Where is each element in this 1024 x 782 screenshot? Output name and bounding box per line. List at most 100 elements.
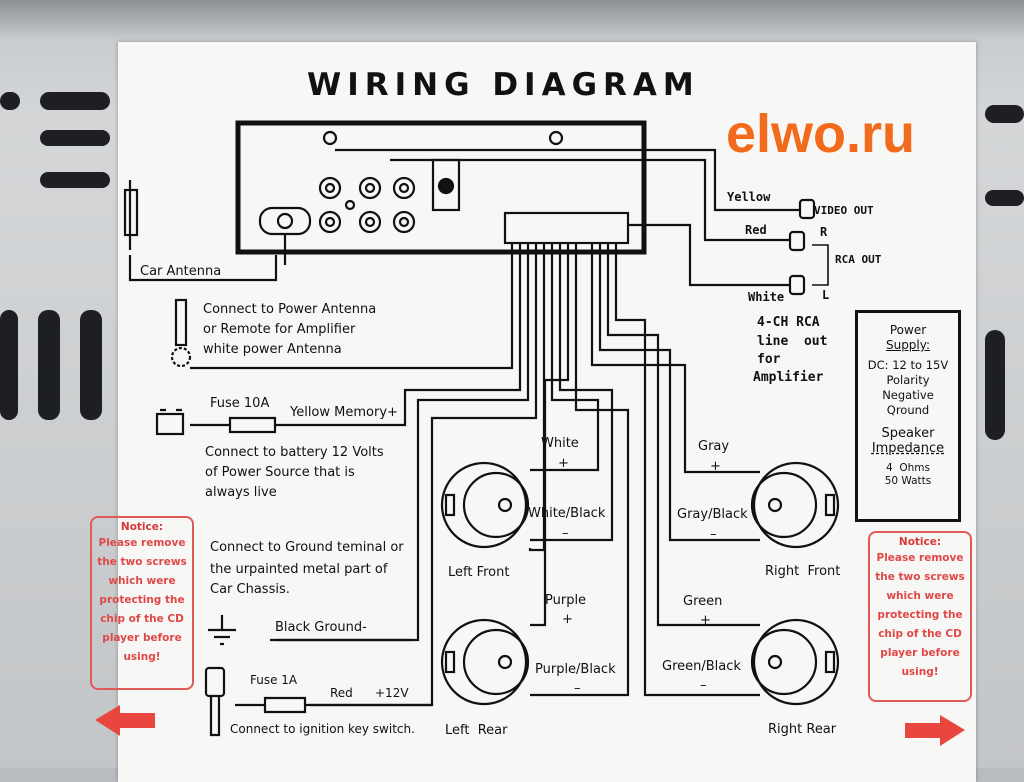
- notice-line: the two screws: [97, 556, 187, 568]
- fuse-10a-icon: [190, 416, 290, 434]
- vent-slot: [985, 330, 1005, 440]
- rca-l-label: L: [822, 288, 830, 302]
- left-rear-name: Left Rear: [445, 723, 508, 738]
- plus-sign: +: [700, 613, 711, 628]
- power-antenna-icon: [170, 298, 192, 368]
- amp-note: for: [757, 352, 781, 367]
- rca-plug-white: [788, 274, 806, 296]
- memory-wire-label: Yellow Memory+: [290, 405, 398, 420]
- spec-line: 4 Ohms: [886, 462, 930, 474]
- notice-heading: Notice:: [120, 521, 164, 533]
- vent-slot: [38, 310, 60, 420]
- amp-note: Amplifier: [753, 370, 824, 385]
- fuse-10a-label: Fuse 10A: [210, 396, 270, 411]
- notice-line: player before: [102, 632, 182, 644]
- watermark-logo: elwo.ru: [726, 104, 916, 164]
- fuse-1a-icon: [235, 696, 432, 714]
- vent-slot: [0, 92, 20, 110]
- right-front-name: Right Front: [765, 564, 841, 579]
- screw-icon: [322, 130, 338, 146]
- ground-note: Connect to Ground teminal or: [210, 540, 404, 555]
- memory-note: always live: [205, 485, 277, 500]
- power-supply-spec-box: Power Supply: DC: 12 to 15V Polarity Neg…: [855, 310, 961, 522]
- ground-symbol-icon: [208, 615, 236, 646]
- notice-box-left: Notice: Please remove the two screws whi…: [90, 516, 194, 690]
- ignition-key-icon: [204, 666, 226, 737]
- notice-line: using!: [901, 666, 939, 678]
- rca-jacks: [318, 176, 416, 234]
- spec-line: Negative: [882, 388, 934, 402]
- rca-yellow-label: Yellow: [727, 190, 771, 204]
- ground-wire-label: Black Ground-: [275, 620, 367, 635]
- minus-sign: –: [574, 681, 581, 696]
- notice-line: which were: [886, 590, 954, 602]
- vent-slot: [40, 172, 110, 188]
- spec-heading: Supply:: [885, 338, 931, 352]
- rca-r-label: R: [820, 225, 828, 239]
- left-arrow-icon: [95, 705, 155, 736]
- spec-heading: Speaker: [881, 426, 935, 441]
- antenna-lead: [128, 180, 287, 282]
- rca-white-label: White: [748, 290, 785, 304]
- right-front-neg-label: Gray/Black: [677, 507, 748, 522]
- notice-line: protecting the: [99, 594, 185, 606]
- memory-note: of Power Source that is: [205, 465, 355, 480]
- notice-line: chip of the CD: [100, 613, 184, 625]
- plus-sign: +: [710, 459, 721, 474]
- notice-line: Please remove: [876, 552, 964, 564]
- minus-sign: –: [710, 527, 717, 542]
- ignition-color-label: Red: [330, 686, 353, 700]
- rca-red-label: Red: [745, 223, 767, 237]
- fuse-1a-label: Fuse 1A: [250, 673, 298, 687]
- spec-heading: Power: [889, 323, 927, 337]
- notice-line: chip of the CD: [878, 628, 962, 640]
- notice-line: player before: [880, 647, 960, 659]
- notice-line: the two screws: [875, 571, 965, 583]
- notice-box-right: Notice: Please remove the two screws whi…: [868, 531, 972, 702]
- video-out-label: VIDEO OUT: [814, 204, 874, 217]
- notice-line: using!: [123, 651, 161, 663]
- ignition-note: Connect to ignition key switch.: [230, 722, 415, 736]
- speaker-icons: [440, 461, 840, 706]
- vent-slot: [985, 105, 1024, 123]
- plus-sign: +: [562, 612, 573, 627]
- diagram-title: WIRING DIAGRAM: [307, 67, 700, 103]
- harness-connector: [503, 211, 630, 245]
- vent-slot: [985, 190, 1024, 206]
- notice-line: Please remove: [98, 537, 186, 549]
- right-front-pos-label: Gray: [698, 439, 730, 454]
- right-rear-name: Right Rear: [768, 722, 837, 737]
- spec-heading: Impedance: [871, 441, 945, 456]
- minus-sign: –: [562, 526, 569, 541]
- vent-slot: [0, 310, 18, 420]
- ignition-voltage-label: +12V: [375, 686, 409, 700]
- amp-note: 4-CH RCA: [757, 315, 820, 330]
- power-antenna-note: or Remote for Amplifier: [203, 322, 356, 337]
- screw-icon: [548, 130, 564, 146]
- vent-slot: [80, 310, 102, 420]
- spec-line: 50 Watts: [884, 475, 932, 487]
- rca-plug-yellow: [798, 198, 816, 220]
- left-front-neg-label: White/Black: [528, 506, 606, 521]
- vent-slot: [40, 92, 110, 110]
- power-antenna-note: white power Antenna: [203, 342, 342, 357]
- notice-line: which were: [108, 575, 176, 587]
- minus-sign: –: [700, 678, 707, 693]
- left-rear-neg-label: Purple/Black: [535, 662, 616, 677]
- notice-heading: Notice:: [898, 536, 942, 548]
- right-rear-neg-label: Green/Black: [662, 659, 741, 674]
- left-rear-pos-label: Purple: [545, 593, 587, 608]
- spec-line: DC: 12 to 15V: [867, 358, 949, 372]
- rca-plug-red: [788, 230, 806, 252]
- left-front-pos-label: White: [541, 436, 579, 451]
- ground-note: Car Chassis.: [210, 582, 290, 597]
- right-rear-pos-label: Green: [683, 594, 723, 609]
- vent-slot: [40, 130, 110, 146]
- battery-icon: [155, 408, 185, 436]
- rca-wires: [335, 148, 800, 287]
- power-antenna-note: Connect to Power Antenna: [203, 302, 377, 317]
- notice-line: protecting the: [877, 609, 963, 621]
- head-unit-outline: [235, 120, 647, 255]
- spec-line: Qround: [886, 403, 930, 417]
